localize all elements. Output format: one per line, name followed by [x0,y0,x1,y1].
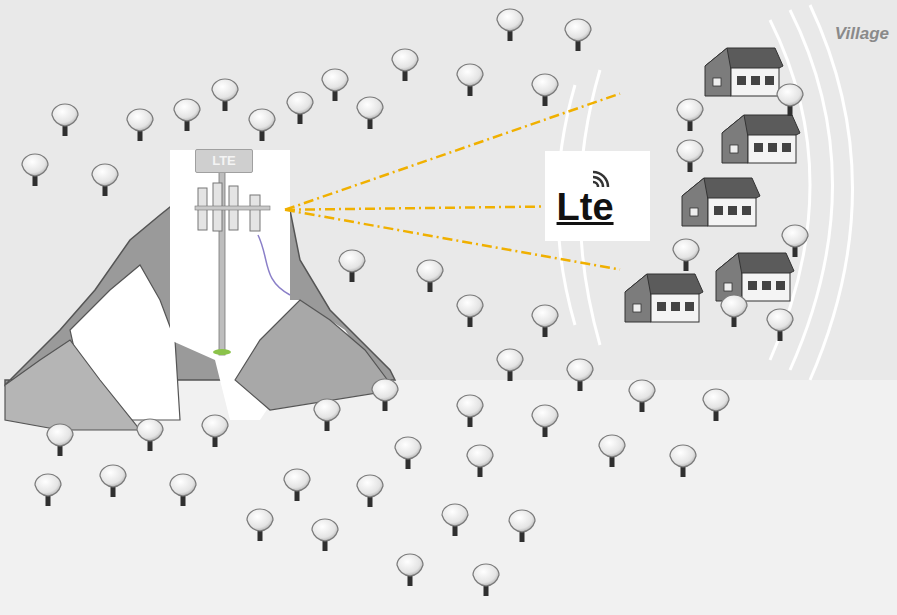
edge-label: Lte [557,187,614,227]
tree [22,154,48,186]
tree [473,564,499,596]
rock [5,340,140,430]
tree [703,389,729,421]
tree [721,295,747,327]
house [716,253,794,301]
tree [170,474,196,506]
tree [287,92,313,124]
house [705,48,783,96]
antenna [250,195,260,231]
tree [322,69,348,101]
tree [532,405,558,437]
rock [235,300,395,410]
tree [457,395,483,427]
tower-node: LTE [185,145,285,225]
tree [249,109,275,141]
house [682,178,760,226]
tree [497,9,523,41]
tree [174,99,200,131]
tree [565,19,591,51]
tree [532,74,558,106]
house [625,274,703,322]
tree [314,399,340,431]
tree [137,419,163,451]
tree [357,97,383,129]
tree [599,435,625,467]
tree [202,415,228,447]
tree [673,239,699,271]
signal-icon [589,165,619,189]
tree [397,554,423,586]
tree [339,250,365,282]
tower-sign: LTE [195,149,253,173]
tree [670,445,696,477]
tree [677,99,703,131]
tree [532,305,558,337]
lte-logo: Lte [545,151,650,241]
tree [442,504,468,536]
cable [258,235,290,295]
tree [395,437,421,469]
house [722,115,800,163]
signal-waves [558,5,853,380]
tree [47,424,73,456]
trees [22,9,808,596]
tree [457,64,483,96]
tree [35,474,61,506]
tree [509,510,535,542]
tree [567,359,593,391]
tree [677,140,703,172]
tree [497,349,523,381]
tree [284,469,310,501]
tree [777,84,803,116]
tree [100,465,126,497]
tree [782,225,808,257]
tree [312,519,338,551]
tree [127,109,153,141]
antenna-bracket [195,206,270,210]
tower-base [213,349,231,355]
tree [467,445,493,477]
tree [629,380,655,412]
tree [357,475,383,507]
village-label: Village [835,24,889,44]
tree [212,79,238,111]
tree [247,509,273,541]
tree [767,309,793,341]
village-group: Village [620,20,895,340]
tree [372,379,398,411]
tree [92,164,118,196]
tree [417,260,443,292]
tree [52,104,78,136]
tree [392,49,418,81]
tree [457,295,483,327]
